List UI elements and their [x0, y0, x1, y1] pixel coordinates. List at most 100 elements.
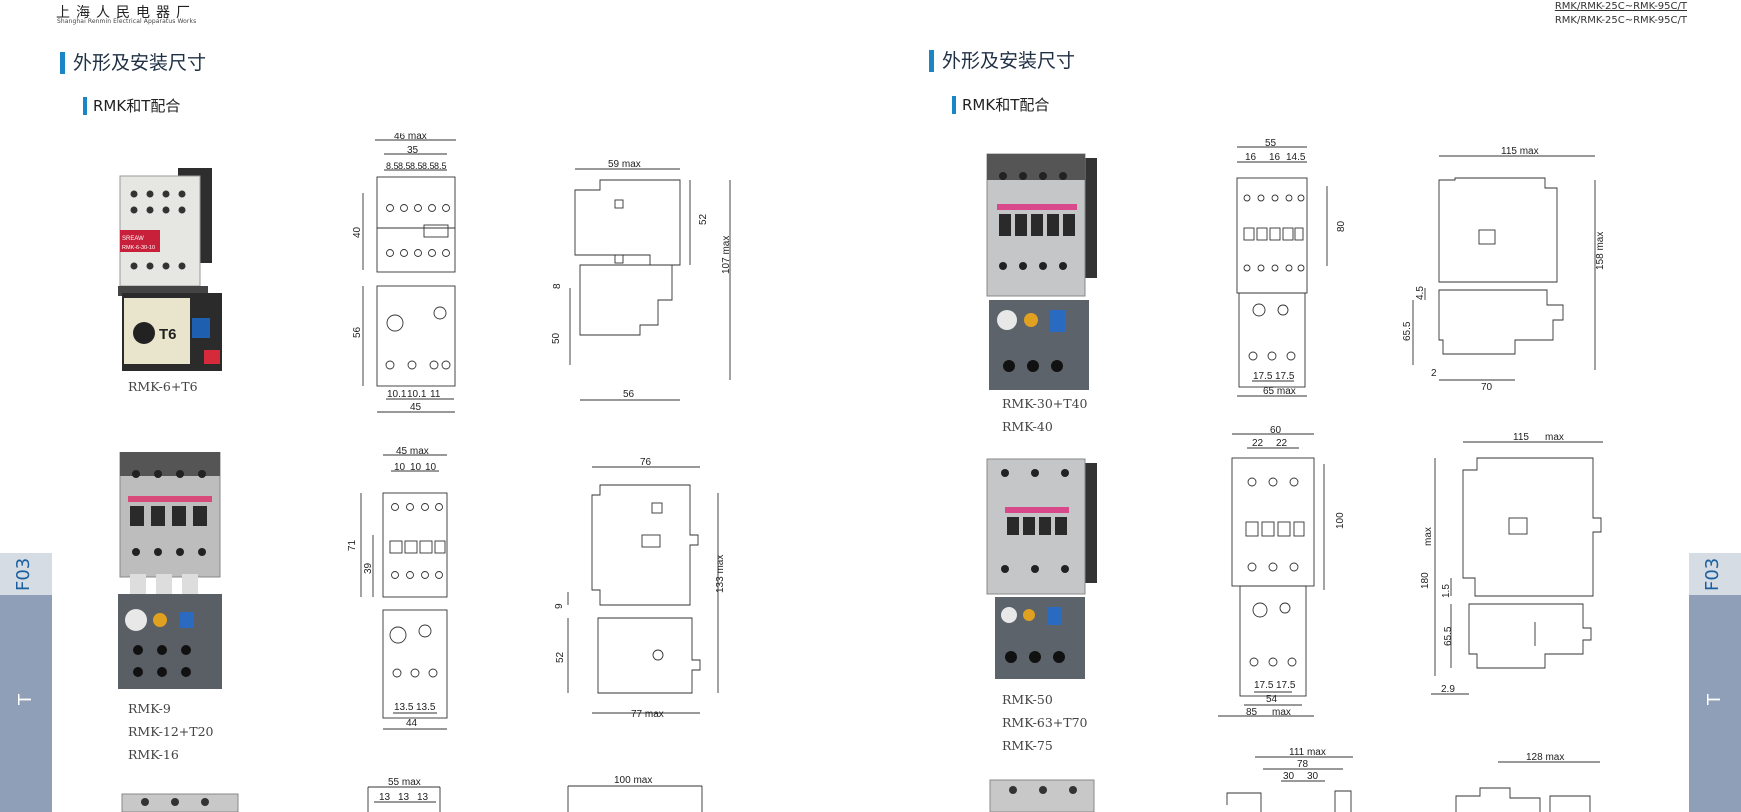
dim-label: 8.5: [434, 161, 447, 171]
dim-label: 2.9: [1441, 684, 1455, 695]
dimension-drawing-partial-side: 100 max: [567, 775, 703, 812]
dimension-drawing-rmk50-side: 115 max 180 max 1.5 65.5 2.9: [1420, 432, 1603, 695]
model-label: RMK-6+T6: [128, 379, 198, 394]
dim-label: 30: [1307, 771, 1319, 782]
dim-label: 10: [425, 462, 437, 473]
dim-label: 10: [410, 462, 422, 473]
dim-label: 30: [1283, 771, 1295, 782]
left-side-tab-code: F03: [13, 557, 34, 591]
dim-label: 11: [430, 389, 441, 400]
dim-label: 22: [1252, 438, 1264, 449]
dim-label: 10: [394, 462, 406, 473]
model-label: RMK-40: [1002, 419, 1053, 434]
dim-label: 55: [1265, 138, 1277, 149]
dim-label: 128 max: [1526, 752, 1564, 763]
left-side-tab-letter: T: [15, 694, 36, 705]
right-section-title: 外形及安装尺寸: [929, 50, 1075, 72]
dim-label: 17.5: [1253, 371, 1273, 382]
dim-label: max: [1423, 527, 1434, 546]
dim-label: 60: [1270, 425, 1282, 436]
dim-label: 39: [363, 562, 374, 574]
dim-label: 158 max: [1595, 232, 1606, 270]
photo1-relay-label: T6: [159, 326, 177, 343]
dim-label: 22: [1276, 438, 1288, 449]
dim-label: 115 max: [1501, 146, 1539, 157]
dimension-drawing-partial-side: 128 max: [1455, 752, 1600, 812]
dim-label: 77 max: [631, 709, 664, 720]
dim-label: 115: [1513, 432, 1529, 443]
product-photo-rmk50-t70: [986, 458, 1097, 679]
dim-label: 44: [406, 718, 418, 729]
right-subsection-title: RMK和T配合: [952, 96, 1049, 114]
dim-label: 13: [417, 792, 429, 803]
model-label: RMK-50: [1002, 692, 1053, 707]
dim-label: 76: [640, 457, 652, 468]
dim-label: 100: [1335, 512, 1346, 529]
dim-label: 13.5: [394, 702, 414, 713]
dim-label: 78: [1297, 759, 1309, 770]
dim-label: 54: [1266, 694, 1278, 705]
dimension-drawing-partial-front: 111 max 78 30 30: [1226, 747, 1353, 812]
dim-label: 2: [1431, 368, 1437, 379]
model-label: RMK-30+T40: [1002, 396, 1088, 411]
dim-label: 8.5: [410, 161, 423, 171]
dim-label: 16: [1245, 152, 1257, 163]
dim-label: 40: [352, 226, 363, 238]
dim-label: 8.5: [386, 161, 399, 171]
model-label: RMK-75: [1002, 738, 1053, 753]
dim-label: 65 max: [1263, 386, 1296, 397]
dim-label: 10.1: [387, 389, 407, 400]
dim-label: 56: [623, 389, 635, 400]
right-side-tab-letter: T: [1704, 694, 1725, 705]
model-label: RMK-16: [128, 747, 179, 762]
dimension-drawing-partial-front: 55 max 13 13 13: [367, 777, 441, 812]
right-side-tab-head: F03: [1689, 553, 1741, 595]
dim-label: 13: [379, 792, 391, 803]
model-label: RMK-9: [128, 701, 171, 716]
dim-label: 133 max: [715, 555, 726, 593]
dim-label: 55 max: [388, 777, 421, 788]
left-side-tab-head: F03: [0, 553, 52, 595]
model-label: RMK-63+T70: [1002, 715, 1088, 730]
dim-label: 80: [1336, 220, 1347, 232]
dimension-drawing-rmk6-side: 59 max 52 107 max 8 50 56: [551, 159, 732, 401]
product-photo-rmk9-t20: [118, 452, 222, 689]
dim-label: 8.5: [422, 161, 435, 171]
right-side-tab-body: T: [1689, 595, 1741, 812]
dim-label: 13.5: [416, 702, 436, 713]
photo1-model-label: RMK-6-30-10: [122, 245, 155, 251]
dim-label: max: [1272, 707, 1291, 718]
left-section-title: 外形及安装尺寸: [60, 52, 206, 74]
model-label: RMK-12+T20: [128, 724, 214, 739]
product-photo-rmk30-t40: [986, 153, 1097, 390]
dim-label: 100 max: [614, 775, 652, 786]
product-photo-rmk6-t6: SREAW RMK-6-30-10 T6: [118, 168, 222, 371]
dim-label: 17.5: [1275, 371, 1295, 382]
dim-label: 45: [410, 402, 422, 413]
product-photo-rmk-partial: [121, 793, 239, 812]
dim-label: 8.5: [398, 161, 411, 171]
dim-label: 50: [551, 332, 562, 344]
dim-label: 14.5: [1286, 152, 1306, 163]
model-range-line-2: RMK/RMK-25C~RMK-95C/T: [1554, 15, 1687, 26]
dim-label: 10.1: [407, 389, 427, 400]
dim-label: 71: [347, 539, 358, 551]
dim-label: 65.5: [1443, 626, 1454, 646]
product-photo-rmk-partial: [989, 779, 1095, 812]
dim-label: 56: [352, 326, 363, 338]
dimension-drawing-rmk30-side: 115 max 158 max 4.5 65.5 2 70: [1402, 146, 1606, 393]
dim-label: 46 max: [394, 133, 427, 142]
dim-label: 85: [1246, 707, 1258, 718]
company-logo-en: Shanghai Renmin Electrical Apparatus Wor…: [57, 18, 197, 25]
dim-label: 9: [554, 603, 565, 609]
dim-label: 45 max: [396, 446, 429, 457]
dimension-drawing-rmk30-front: 55 16 16 14.5 80 17.5 17.5 65 max: [1236, 138, 1347, 397]
right-side-tab-code: F03: [1702, 557, 1723, 591]
dimension-drawing-rmk9-side: 76 133 max 9 52 77 max: [554, 457, 726, 720]
dim-label: 1.5: [1441, 584, 1452, 598]
dim-label: 8: [552, 283, 563, 289]
dim-label: 52: [698, 213, 709, 225]
dim-label: 52: [555, 651, 566, 663]
model-range-line-1: RMK/RMK-25C~RMK-95C/T: [1554, 1, 1687, 12]
dim-label: max: [1545, 432, 1564, 443]
